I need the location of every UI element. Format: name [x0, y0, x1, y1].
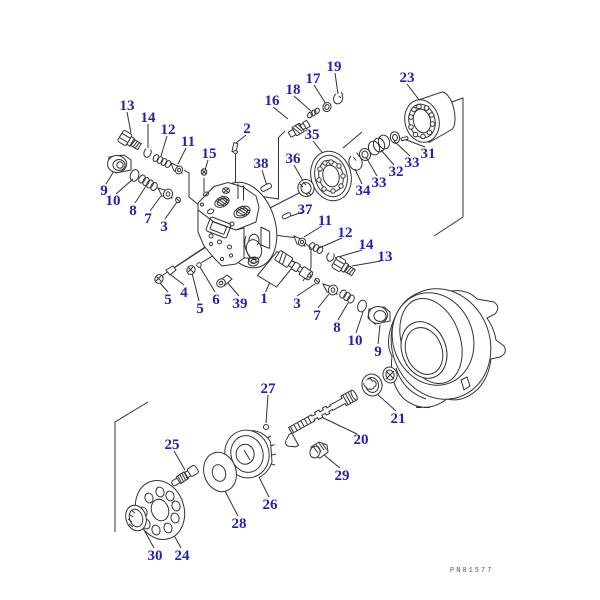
svg-text:5: 5 [164, 292, 172, 308]
svg-text:18: 18 [286, 82, 301, 98]
svg-text:13: 13 [378, 249, 393, 265]
svg-text:13: 13 [120, 98, 135, 114]
svg-text:3: 3 [293, 296, 301, 312]
svg-text:33: 33 [372, 175, 387, 191]
svg-text:24: 24 [175, 548, 191, 564]
svg-text:19: 19 [327, 59, 342, 75]
svg-text:38: 38 [254, 156, 269, 172]
svg-text:21: 21 [391, 411, 406, 427]
svg-text:29: 29 [335, 468, 350, 484]
svg-text:2: 2 [243, 121, 251, 137]
svg-text:PN01577: PN01577 [450, 567, 493, 575]
svg-text:6: 6 [212, 292, 220, 308]
svg-text:8: 8 [333, 320, 341, 336]
svg-text:33: 33 [405, 155, 420, 171]
svg-text:25: 25 [165, 437, 180, 453]
svg-text:35: 35 [305, 127, 320, 143]
svg-text:3: 3 [160, 219, 168, 235]
svg-text:31: 31 [421, 146, 436, 162]
svg-text:23: 23 [400, 70, 415, 86]
svg-text:9: 9 [374, 344, 382, 360]
svg-text:10: 10 [106, 193, 121, 209]
svg-text:34: 34 [356, 183, 372, 199]
svg-text:36: 36 [286, 151, 302, 167]
svg-text:11: 11 [318, 213, 332, 229]
svg-text:1: 1 [260, 291, 268, 307]
svg-text:39: 39 [233, 296, 248, 312]
svg-text:9: 9 [100, 183, 108, 199]
svg-text:20: 20 [354, 432, 369, 448]
svg-text:7: 7 [313, 308, 321, 324]
svg-text:28: 28 [232, 516, 247, 532]
svg-text:12: 12 [161, 122, 176, 138]
svg-text:15: 15 [202, 146, 217, 162]
svg-text:16: 16 [265, 93, 281, 109]
svg-text:14: 14 [141, 110, 157, 126]
svg-text:12: 12 [338, 225, 353, 241]
svg-text:8: 8 [129, 203, 137, 219]
svg-text:17: 17 [306, 71, 322, 87]
svg-text:11: 11 [181, 134, 195, 150]
svg-text:27: 27 [261, 381, 277, 397]
svg-text:26: 26 [263, 497, 279, 513]
svg-text:30: 30 [148, 548, 163, 564]
svg-text:5: 5 [196, 301, 204, 317]
svg-text:32: 32 [389, 164, 404, 180]
svg-text:37: 37 [298, 202, 314, 218]
svg-text:14: 14 [359, 237, 375, 253]
svg-text:7: 7 [144, 211, 152, 227]
svg-text:4: 4 [180, 285, 188, 301]
svg-text:10: 10 [348, 333, 363, 349]
